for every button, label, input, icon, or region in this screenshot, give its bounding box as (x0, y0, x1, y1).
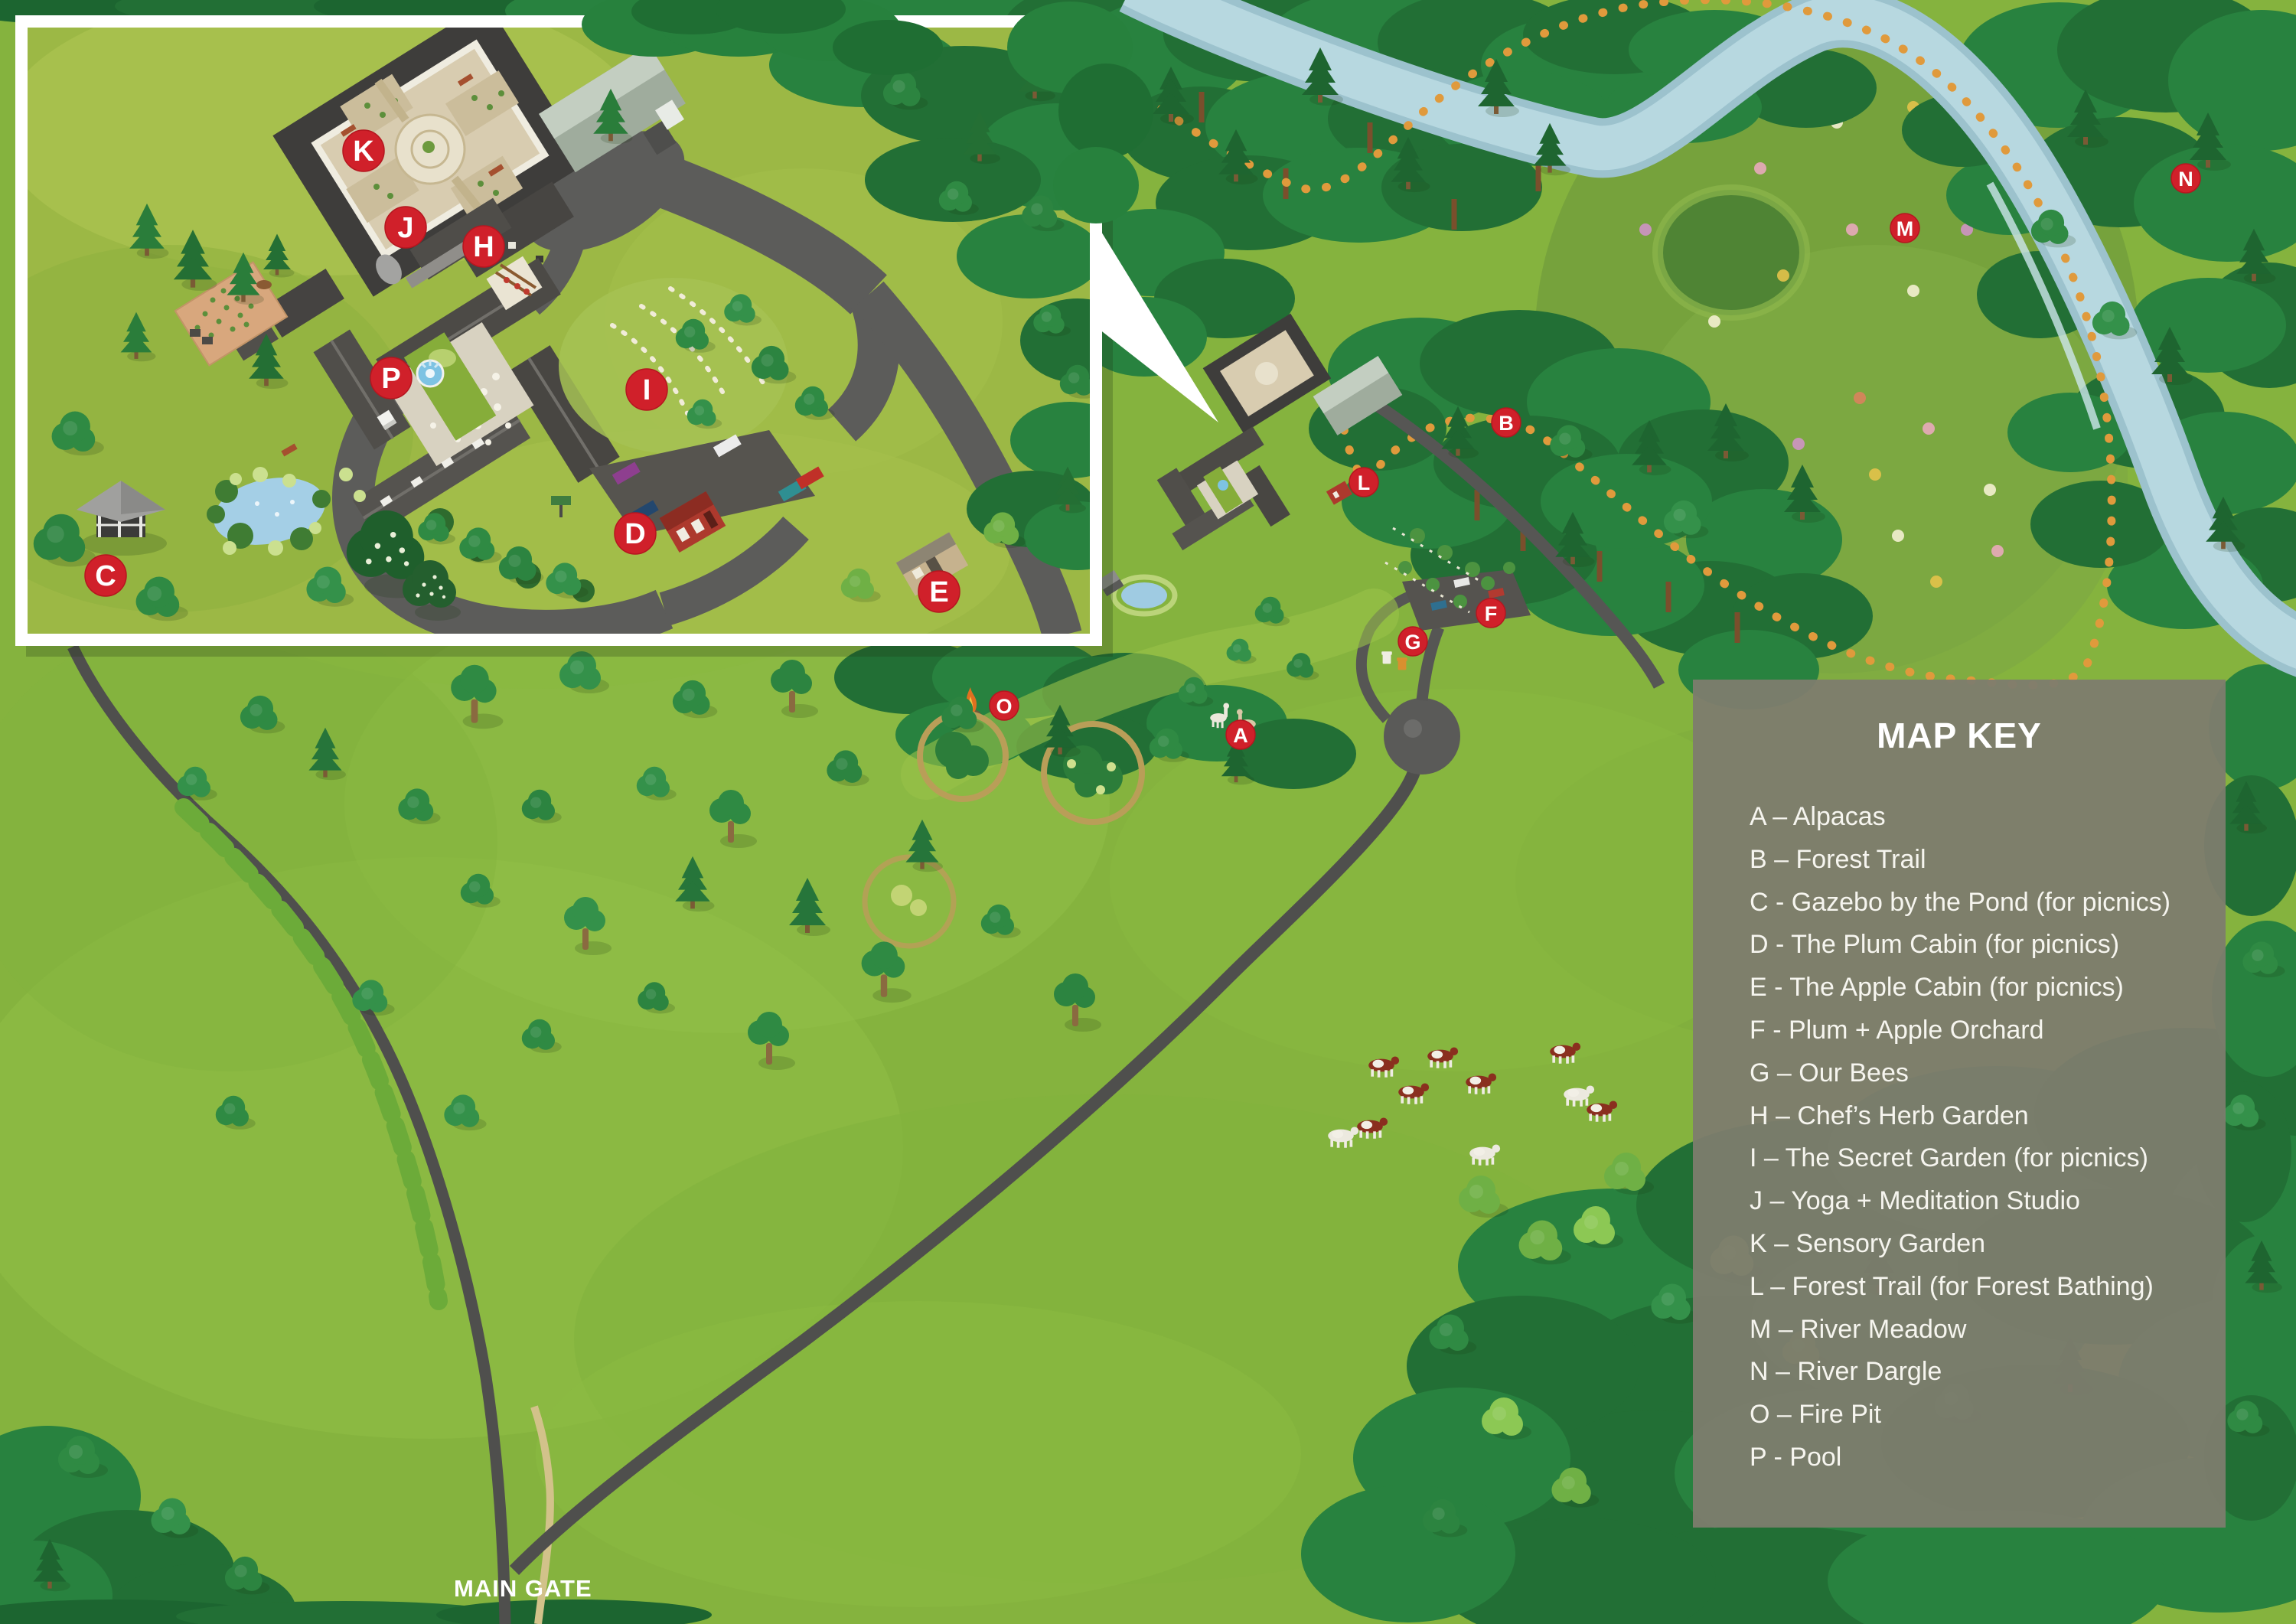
main-gate-label: MAIN GATE (454, 1575, 592, 1602)
map-key-entry: M – River Meadow (1750, 1314, 1967, 1344)
svg-text:F: F (1485, 602, 1498, 625)
svg-text:H: H (473, 231, 494, 263)
map-key-entry: F - Plum + Apple Orchard (1750, 1015, 2044, 1045)
roads (67, 400, 1665, 1624)
forest-trail-dashed (1107, 0, 2116, 690)
svg-text:L: L (1358, 471, 1371, 494)
map-key-entry: K – Sensory Garden (1750, 1228, 1986, 1258)
map-key-entry: I – The Secret Garden (for picnics) (1750, 1143, 2148, 1173)
map-key-panel: MAP KEY A – Alpacas B – Forest Trail C - G… (1693, 680, 2226, 1528)
map-key-list: A – Alpacas B – Forest Trail C - Gazebo by… (1750, 796, 2203, 1479)
marker-D: D (614, 512, 657, 555)
marker-F: F (1476, 598, 1506, 628)
marker-I: I (625, 368, 668, 411)
svg-text:D: D (625, 518, 645, 550)
map-key-entry: O – Fire Pit (1750, 1400, 1881, 1430)
map-key-title: MAP KEY (1877, 716, 2042, 755)
marker-G: G (1397, 626, 1428, 657)
svg-text:N: N (2178, 168, 2193, 191)
inset-detail-map (15, 15, 1218, 657)
map-markers: A B C D E F G H I J K L M N O P (84, 129, 2201, 750)
svg-text:J: J (397, 212, 413, 244)
svg-text:G: G (1404, 631, 1420, 654)
marker-P: P (370, 357, 413, 399)
svg-text:E: E (929, 576, 948, 608)
map-key-entry: G – Our Bees (1750, 1058, 1909, 1088)
marker-O: O (989, 690, 1019, 721)
svg-text:P: P (381, 363, 400, 395)
svg-text:A: A (1233, 724, 1248, 747)
map-key-entry: H – Chef’s Herb Garden (1750, 1101, 2029, 1130)
svg-text:I: I (643, 374, 651, 406)
marker-N: N (2170, 163, 2201, 194)
map-key-entry: N – River Dargle (1750, 1357, 1942, 1387)
map-key-entry: L – Forest Trail (for Forest Bathing) (1750, 1271, 2154, 1301)
map-key-entry: D - The Plum Cabin (for picnics) (1750, 930, 2120, 960)
marker-H: H (462, 225, 505, 268)
map-key-entry: P - Pool (1750, 1442, 1842, 1472)
map-key-entry: C - Gazebo by the Pond (for picnics) (1750, 887, 2170, 917)
svg-text:M: M (1896, 217, 1914, 240)
map-key-entry: A – Alpacas (1750, 802, 1886, 831)
svg-text:B: B (1499, 412, 1514, 435)
inset-callout-pointer (1099, 228, 1218, 422)
river-dargle (1119, 0, 2296, 677)
marker-B: B (1491, 407, 1521, 438)
marker-A: A (1225, 719, 1256, 750)
overlapping-canopy (582, 0, 1153, 223)
marker-E: E (918, 570, 960, 613)
marker-M: M (1890, 213, 1920, 243)
marker-L: L (1349, 467, 1379, 497)
marker-J: J (384, 206, 427, 249)
map-key-entry: J – Yoga + Meditation Studio (1750, 1186, 2080, 1216)
svg-text:O: O (996, 695, 1012, 718)
svg-text:C: C (95, 560, 116, 592)
marker-K: K (342, 129, 385, 172)
svg-text:K: K (353, 135, 374, 168)
farm-complex-small (862, 313, 1531, 949)
map-key-entry: B – Forest Trail (1750, 844, 1926, 874)
marker-C: C (84, 554, 127, 597)
map-key-entry: E - The Apple Cabin (for picnics) (1750, 973, 2124, 1003)
